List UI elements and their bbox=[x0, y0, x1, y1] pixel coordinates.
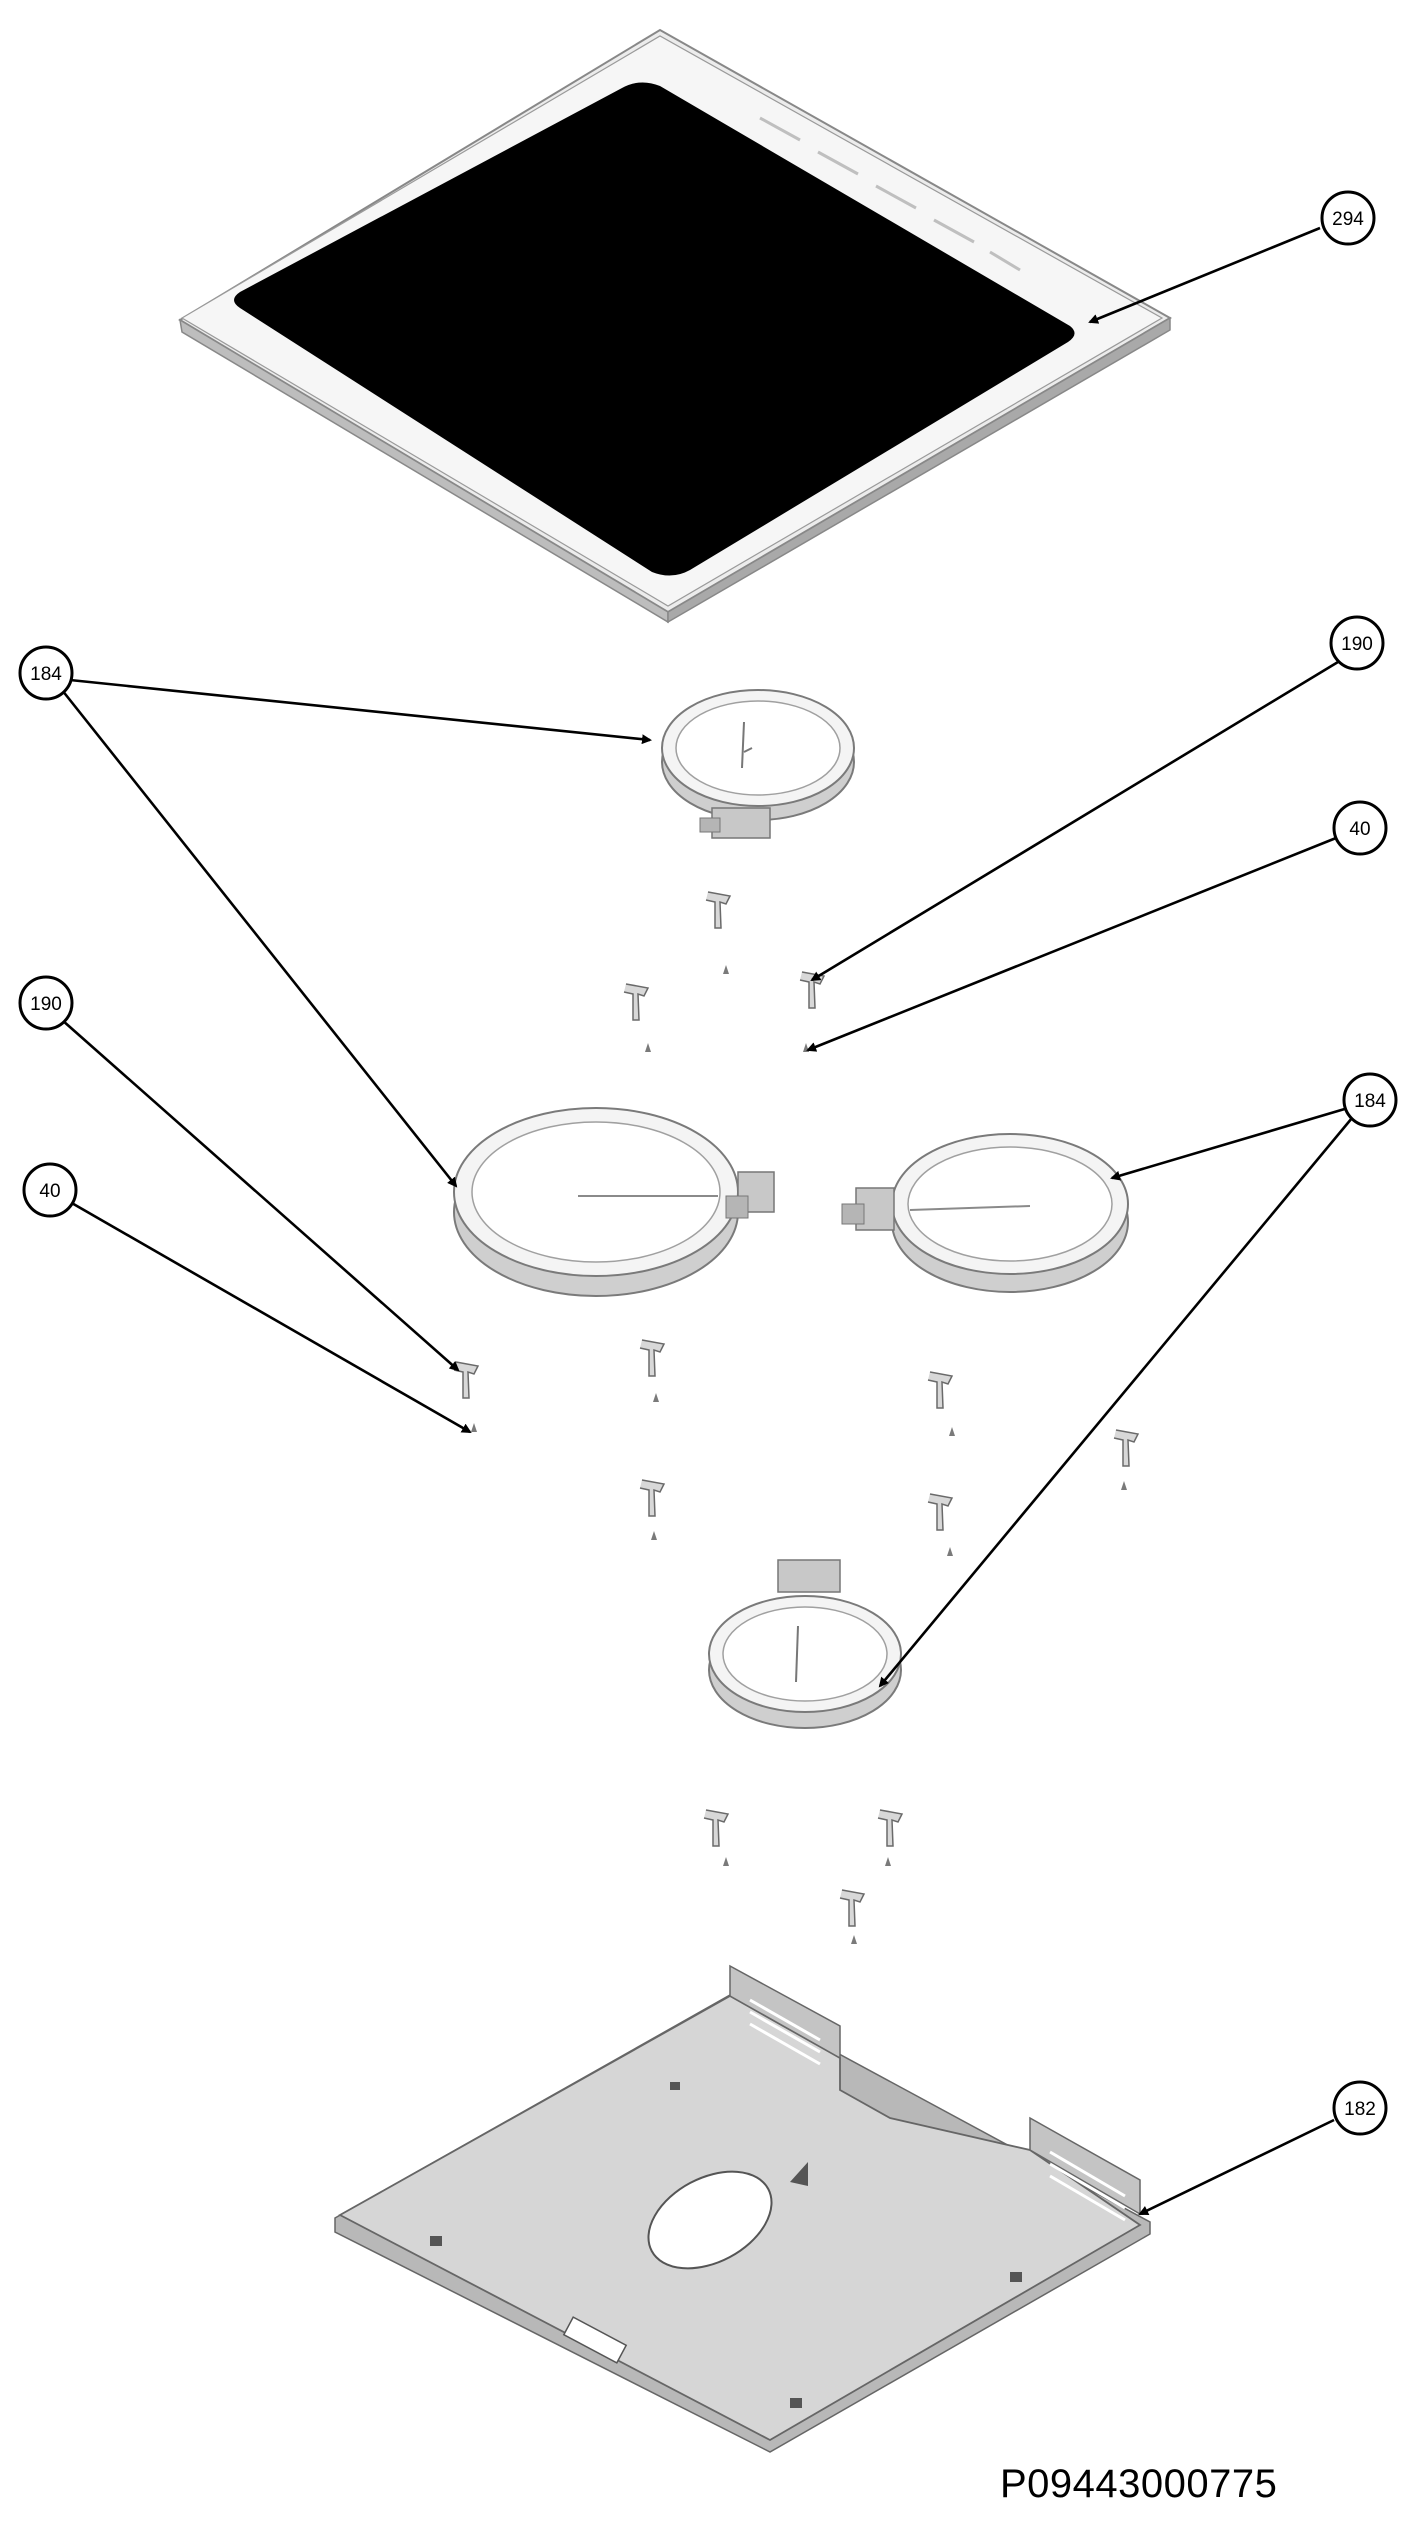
callout-40-upper-circle bbox=[1332, 800, 1388, 856]
leader-40-upper bbox=[806, 836, 1337, 1052]
screw bbox=[1121, 1481, 1127, 1490]
screw bbox=[723, 1857, 729, 1866]
mounting-clip bbox=[927, 1371, 954, 1409]
mounting-clip bbox=[703, 1809, 730, 1847]
callout-190-upper-circle bbox=[1329, 615, 1385, 671]
leader-184-right bbox=[1110, 1106, 1349, 1181]
heating-element-bottom bbox=[708, 1559, 902, 1729]
callouts: 294 184 190 40 190 40 184 182 bbox=[18, 190, 1398, 2216]
mounting-clip bbox=[839, 1889, 866, 1927]
clips-and-screws bbox=[453, 891, 1140, 1944]
screw bbox=[651, 1531, 657, 1540]
heating-element-top bbox=[661, 689, 855, 839]
callout-40-left-circle bbox=[22, 1162, 78, 1218]
callout-182-label: 182 bbox=[1344, 2099, 1376, 2120]
document-number: P09443000775 bbox=[1000, 2462, 1278, 2506]
black-glass-surface bbox=[234, 82, 1075, 576]
mounting-clip bbox=[623, 983, 650, 1021]
leader-40-left bbox=[69, 1200, 472, 1434]
callout-294-circle bbox=[1320, 190, 1376, 246]
mounting-clip bbox=[1113, 1429, 1140, 1467]
screw bbox=[949, 1427, 955, 1436]
callout-190-left-label: 190 bbox=[30, 994, 62, 1015]
leader-294 bbox=[1088, 226, 1321, 324]
heating-element-right bbox=[841, 1133, 1129, 1293]
leader-184-bottom bbox=[878, 1117, 1353, 1688]
mounting-clip bbox=[927, 1493, 954, 1531]
mounting-clip bbox=[453, 1361, 480, 1399]
callout-184-left-label: 184 bbox=[30, 664, 62, 685]
callout-190-upper-label: 190 bbox=[1341, 634, 1373, 655]
leader-190-upper bbox=[810, 660, 1339, 982]
mounting-clip bbox=[639, 1339, 666, 1377]
mounting-clip bbox=[877, 1809, 904, 1847]
screw bbox=[851, 1935, 857, 1944]
screw bbox=[645, 1043, 651, 1052]
screw bbox=[947, 1547, 953, 1556]
callout-40-upper-label: 40 bbox=[1349, 819, 1370, 840]
screw bbox=[885, 1857, 891, 1866]
base-tray-part bbox=[334, 1964, 1151, 2453]
leader-190-left bbox=[61, 1019, 460, 1372]
screw bbox=[471, 1423, 477, 1432]
screw bbox=[653, 1393, 659, 1402]
screw bbox=[723, 965, 729, 974]
heating-element-large-left bbox=[453, 1107, 775, 1297]
callout-184-left-circle bbox=[18, 645, 74, 701]
callout-184-right-label: 184 bbox=[1354, 1091, 1386, 1112]
glass-cooktop-part bbox=[178, 28, 1173, 624]
callout-184-right-circle bbox=[1342, 1072, 1398, 1128]
leader-184-left bbox=[60, 689, 458, 1188]
leader-182 bbox=[1138, 2118, 1335, 2216]
callout-294-label: 294 bbox=[1332, 209, 1364, 230]
callout-190-left-circle bbox=[18, 975, 74, 1031]
callout-182-circle bbox=[1332, 2080, 1388, 2136]
callout-40-left-label: 40 bbox=[39, 1181, 60, 1202]
mounting-clip bbox=[799, 971, 826, 1009]
mounting-clip bbox=[705, 891, 732, 929]
mounting-clip bbox=[639, 1479, 666, 1517]
screw bbox=[803, 1043, 809, 1052]
leader-184-top bbox=[69, 678, 652, 745]
